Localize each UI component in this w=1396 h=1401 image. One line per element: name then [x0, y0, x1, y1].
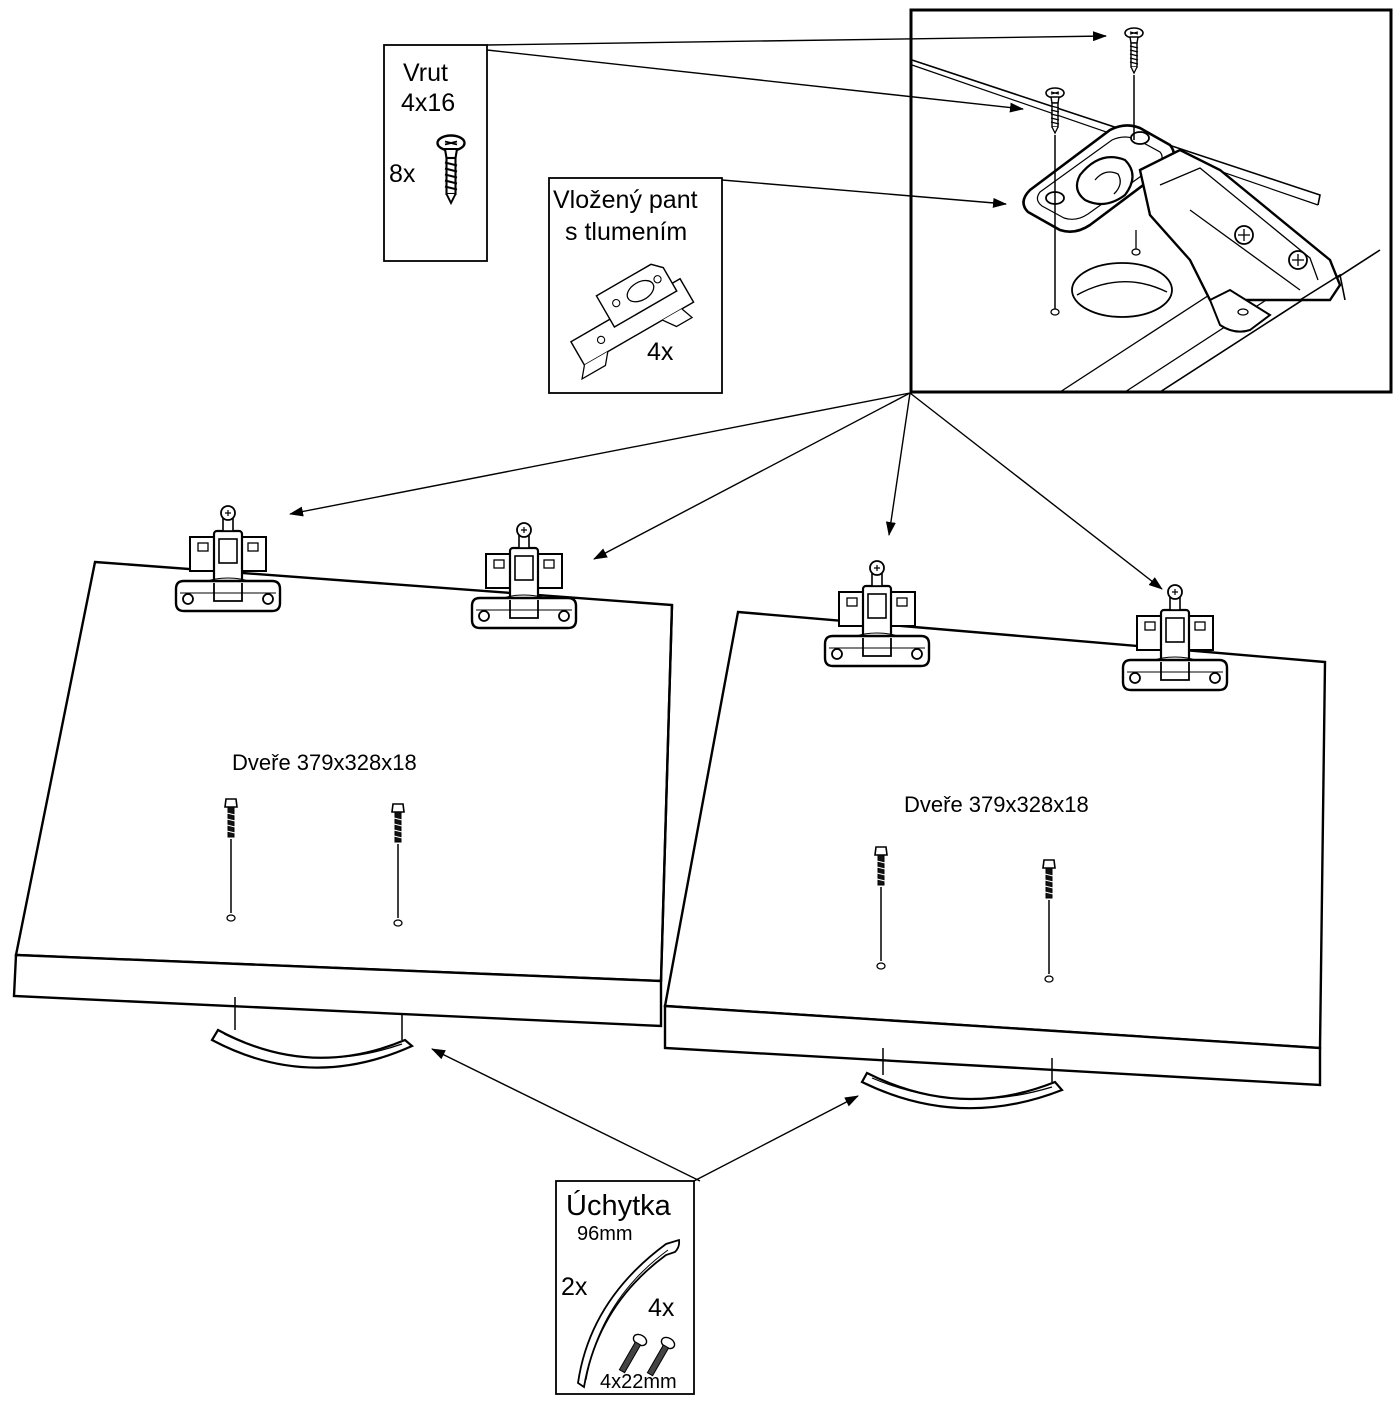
- door-right-label: Dveře 379x328x18: [904, 792, 1089, 817]
- handle-screw-size: 4x22mm: [600, 1371, 677, 1393]
- screw-part-box: [383, 44, 488, 262]
- door-left-panel: [12, 560, 674, 1028]
- screw-name: Vrut: [403, 59, 448, 87]
- hinge-name-line2: s tlumením: [565, 218, 688, 246]
- hinge-quantity: 4x: [647, 338, 674, 366]
- handle-size: 96mm: [577, 1223, 633, 1245]
- hinge-detail-icon: [1022, 124, 1346, 333]
- drill-hole-icon: [1071, 262, 1173, 318]
- handle-screw-quantity: 4x: [648, 1294, 675, 1322]
- door-left-label: Dveře 379x328x18: [232, 750, 417, 775]
- handle-icon: [577, 1238, 681, 1389]
- callout-arrows: [289, 31, 1163, 1182]
- detail-view: [909, 8, 1393, 394]
- handle-screw-icon: [618, 1333, 676, 1377]
- hinge-icon: [569, 263, 695, 381]
- hinge-name-line1: Vložený pant: [553, 186, 698, 214]
- handle-quantity: 2x: [561, 1273, 588, 1301]
- handle-icon: [210, 997, 1064, 1110]
- screw-size: 4x16: [401, 89, 456, 117]
- handle-name: Úchytka: [566, 1190, 671, 1222]
- screw-icon: [1045, 27, 1144, 316]
- screw-quantity: 8x: [389, 160, 416, 188]
- door-right-panel: [663, 610, 1327, 1087]
